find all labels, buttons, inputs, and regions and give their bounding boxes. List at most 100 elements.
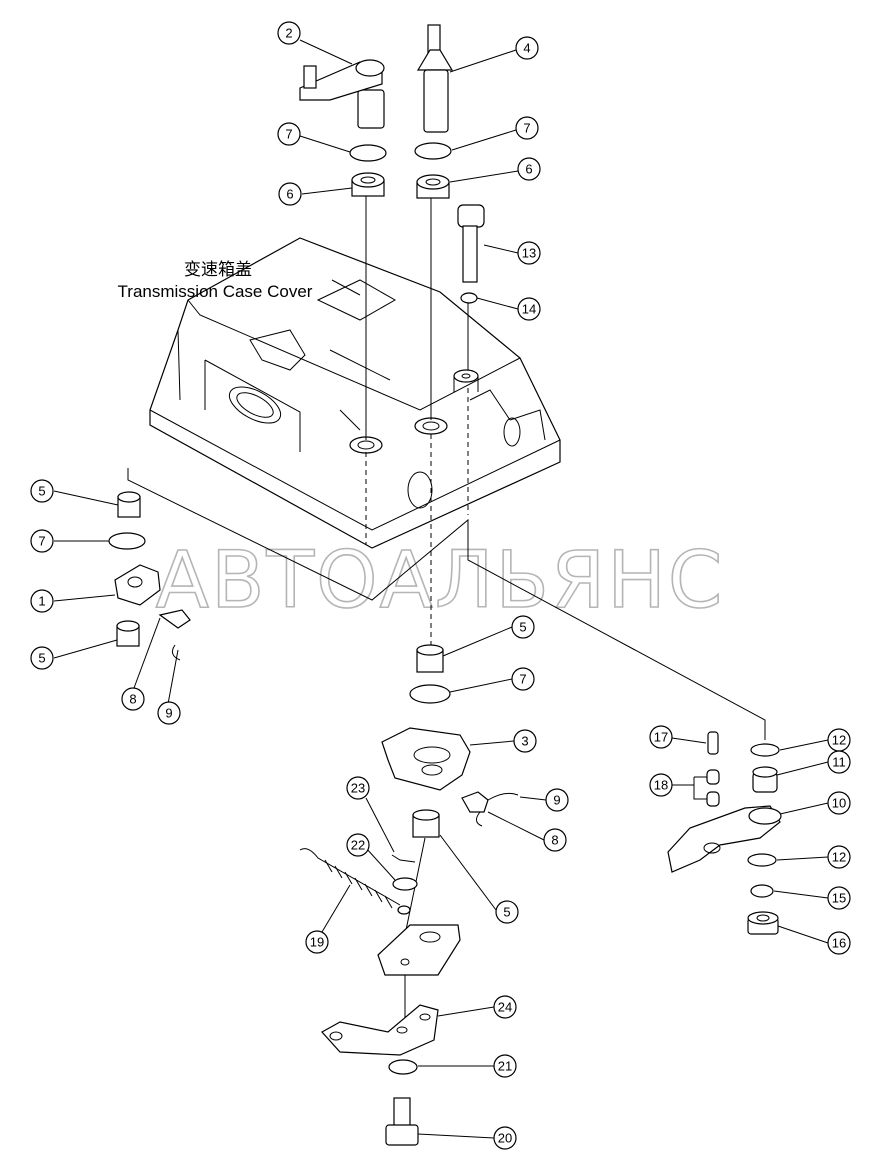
washer-7-right (414, 142, 452, 160)
callout: 8 (121, 687, 145, 711)
callout: 7 (511, 667, 535, 691)
lever-1 (114, 564, 191, 661)
callout: 1 (30, 589, 54, 613)
nut-16 (747, 911, 779, 935)
svg-text:2: 2 (285, 26, 292, 41)
pin-18-b (706, 791, 720, 807)
svg-text:20: 20 (498, 1131, 512, 1146)
svg-text:6: 6 (286, 187, 293, 202)
svg-text:9: 9 (553, 793, 560, 808)
pin-17 (707, 731, 719, 755)
svg-text:5: 5 (38, 651, 45, 666)
bolt-20 (385, 1097, 419, 1146)
svg-text:13: 13 (522, 246, 536, 261)
svg-text:7: 7 (38, 534, 45, 549)
svg-text:9: 9 (165, 706, 172, 721)
svg-text:14: 14 (522, 302, 536, 317)
callout: 13 (517, 241, 541, 265)
washer-7-left (349, 144, 387, 162)
callout: 2 (277, 21, 301, 45)
bushing-11 (752, 766, 778, 793)
callout: 10 (827, 791, 851, 815)
callout: 7 (277, 122, 301, 146)
svg-text:16: 16 (832, 936, 846, 951)
callout: 7 (30, 529, 54, 553)
washer-7-b (108, 532, 146, 550)
callout: 12 (827, 845, 851, 869)
svg-text:18: 18 (654, 778, 668, 793)
callout: 5 (495, 900, 519, 924)
svg-text:21: 21 (498, 1059, 512, 1074)
svg-text:5: 5 (503, 905, 510, 920)
svg-text:12: 12 (832, 850, 846, 865)
callout: 11 (827, 750, 851, 774)
svg-text:17: 17 (654, 730, 668, 745)
svg-text:23: 23 (351, 781, 365, 796)
washer-12-b (747, 853, 777, 867)
plate-24 (321, 1004, 439, 1056)
svg-text:15: 15 (832, 891, 846, 906)
callout: 6 (517, 157, 541, 181)
washer-12-a (750, 743, 780, 757)
pin-18-a (706, 769, 720, 785)
clip-21 (388, 1059, 418, 1075)
callout: 22 (346, 833, 370, 857)
svg-text:7: 7 (523, 121, 530, 136)
svg-text:7: 7 (285, 127, 292, 142)
bushing-6-right (416, 174, 450, 199)
shaft-4 (416, 24, 454, 133)
lever-2 (299, 59, 385, 129)
title-cn: 变速箱盖 (184, 260, 252, 280)
callout: 23 (346, 776, 370, 800)
svg-text:10: 10 (832, 796, 846, 811)
svg-text:6: 6 (525, 162, 532, 177)
needle-bearing-5-c (416, 644, 444, 673)
svg-text:1: 1 (38, 594, 45, 609)
svg-text:8: 8 (129, 692, 136, 707)
callout: 12 (827, 728, 851, 752)
svg-text:24: 24 (498, 1000, 512, 1015)
svg-text:11: 11 (832, 755, 846, 770)
callout: 14 (517, 297, 541, 321)
washer-7-c (409, 684, 451, 704)
pin-8-b (461, 791, 519, 827)
svg-text:4: 4 (523, 41, 530, 56)
title-en: Transmission Case Cover (118, 282, 313, 301)
callout: 3 (513, 729, 537, 753)
arm-block (377, 924, 461, 976)
svg-text:19: 19 (310, 935, 324, 950)
svg-text:8: 8 (551, 833, 558, 848)
needle-bearing-5-d (412, 809, 440, 838)
callout: 20 (493, 1126, 517, 1150)
transmission-case-cover (149, 237, 561, 549)
o-ring-14 (460, 292, 478, 304)
lever-3 (381, 727, 471, 791)
callout: 7 (515, 116, 539, 140)
svg-text:22: 22 (351, 838, 365, 853)
svg-text:12: 12 (832, 733, 846, 748)
bushing-6-left (351, 172, 385, 197)
leader-lines (53, 39, 829, 1139)
callout: 4 (515, 36, 539, 60)
washer-22 (392, 877, 418, 891)
callout: 16 (827, 931, 851, 955)
callout: 6 (278, 182, 302, 206)
svg-text:7: 7 (519, 672, 526, 687)
clip-23 (391, 854, 416, 863)
arm-10 (667, 805, 782, 873)
spring-19 (299, 848, 411, 915)
callout: 17 (649, 725, 673, 749)
watermark: АВТОАЛЬЯНС (156, 536, 725, 626)
callout: 19 (305, 930, 329, 954)
callout: 24 (493, 995, 517, 1019)
needle-bearing-5-b (116, 620, 140, 647)
bolt-13 (457, 204, 485, 283)
needle-bearing-5-a (117, 491, 141, 518)
svg-text:5: 5 (519, 620, 526, 635)
callout: 9 (545, 788, 569, 812)
clip-15 (750, 884, 774, 898)
callout: 18 (649, 773, 673, 797)
callout: 5 (511, 615, 535, 639)
callout: 5 (30, 646, 54, 670)
